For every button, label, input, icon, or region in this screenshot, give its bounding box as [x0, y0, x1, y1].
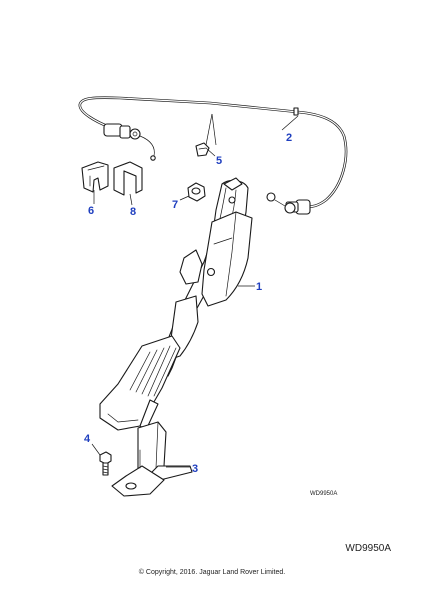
bracket-clip [113, 161, 143, 196]
inner-diagram-code: WD9950A [310, 491, 337, 497]
copyright-notice: © Copyright, 2016. Jaguar Land Rover Lim… [138, 569, 286, 576]
pedal-pad [99, 335, 181, 431]
callout-2: 2 [286, 132, 292, 144]
accelerator-pedal-assembly [99, 177, 253, 431]
callout-8: 8 [130, 206, 136, 218]
bolt [99, 451, 112, 476]
cable-connector-left [103, 123, 156, 161]
pedal-stop-bracket [111, 421, 193, 497]
leader-lines [91, 113, 299, 468]
cable-connector-right [266, 192, 311, 215]
cable-clip [195, 142, 210, 157]
callout-1: 1 [256, 281, 262, 293]
accelerator-cable [78, 96, 348, 215]
callout-3: 3 [192, 463, 198, 475]
callout-7: 7 [172, 199, 178, 211]
callout-4: 4 [84, 433, 91, 445]
callouts: 1 2 3 4 5 6 7 8 [84, 132, 292, 475]
retaining-clip [81, 161, 109, 193]
diagram-code: WD9950A [345, 543, 391, 554]
callout-6: 6 [88, 205, 94, 217]
nut [187, 182, 206, 202]
callout-5: 5 [216, 155, 222, 167]
